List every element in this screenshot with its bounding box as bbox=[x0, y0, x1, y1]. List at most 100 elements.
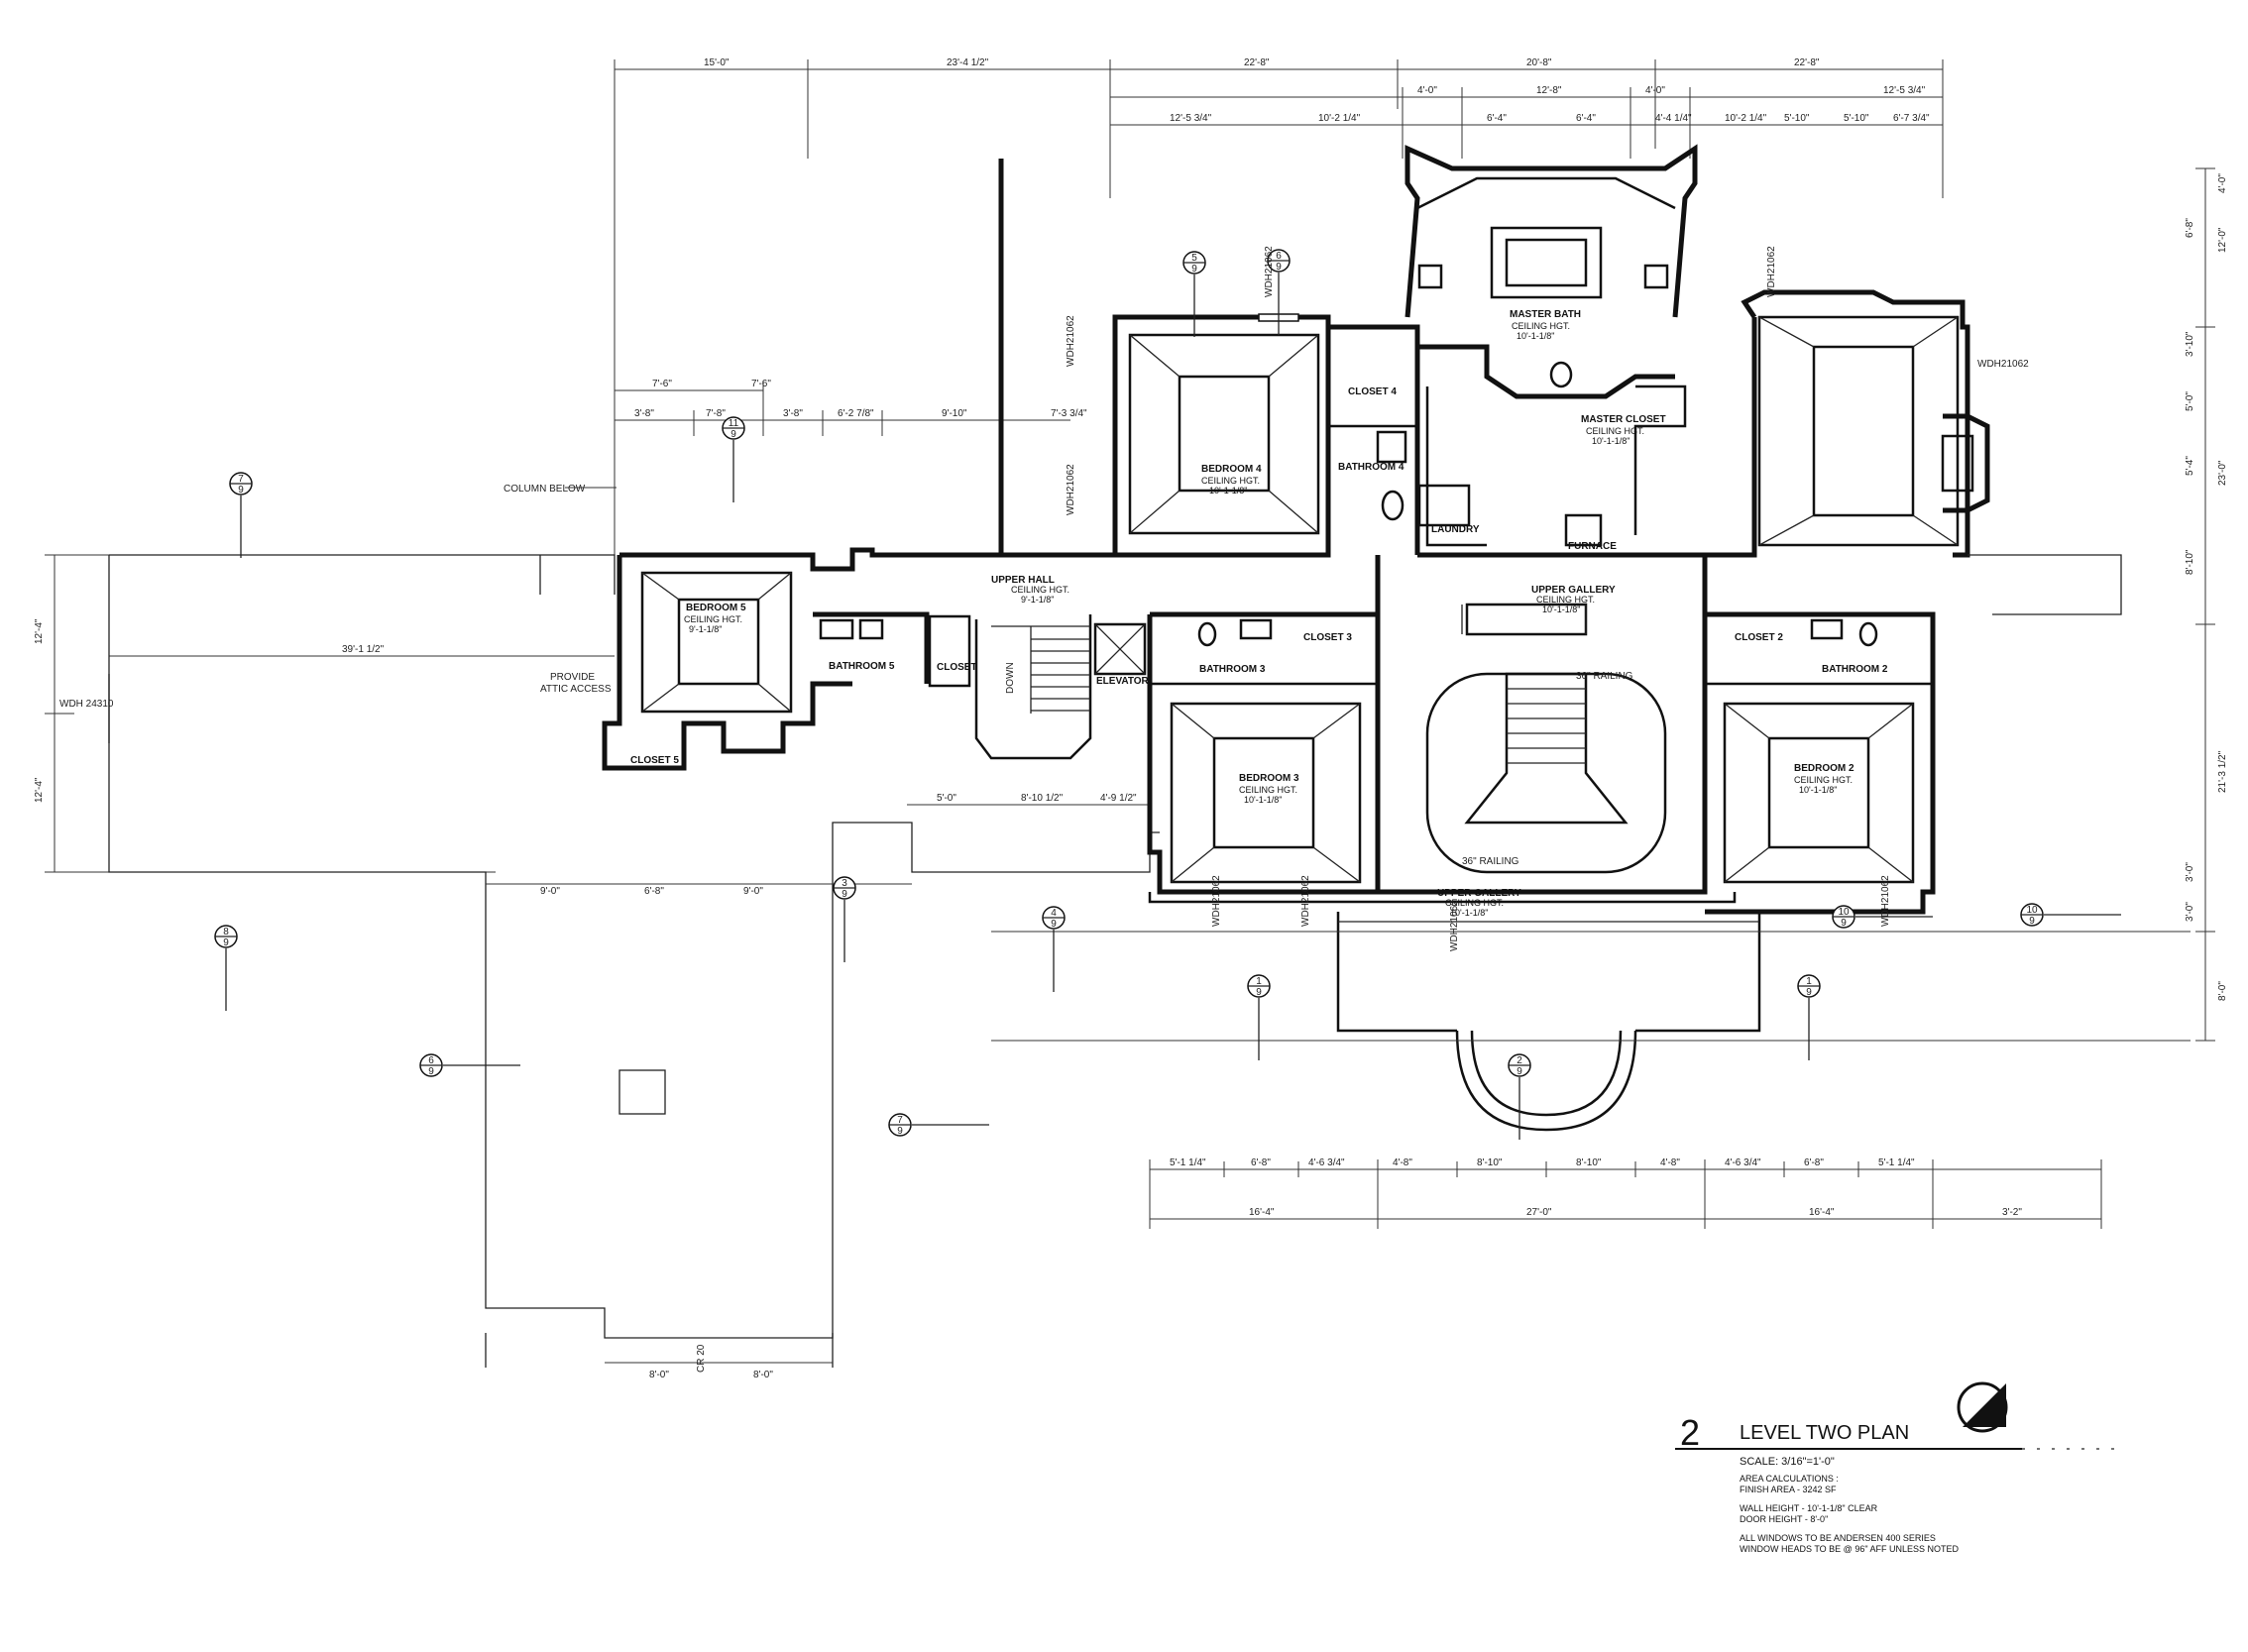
note-2: FINISH AREA - 3242 SF bbox=[1740, 1485, 1837, 1494]
section-marker-11-icon: 19 bbox=[1797, 974, 1821, 1060]
upper-gallery-n-height: 10'-1-1/8" bbox=[1542, 605, 1580, 614]
dim-right-11: 3'-0" bbox=[2185, 902, 2195, 922]
dim-bottom2-2: 27'-0" bbox=[1526, 1207, 1552, 1218]
bedroom-4-height: 10'-1-1/8" bbox=[1209, 486, 1247, 496]
dim-porch-1: 8'-0" bbox=[649, 1370, 669, 1380]
elevator-box bbox=[1093, 622, 1147, 676]
note-5: ALL WINDOWS TO BE ANDERSEN 400 SERIES bbox=[1740, 1533, 1936, 1543]
master-bath: MASTER BATH CEILING HGT. 10'-1-1/8" bbox=[1405, 144, 1698, 388]
section-marker-num: 10 bbox=[2026, 905, 2038, 916]
section-marker-sheet: 9 bbox=[731, 429, 736, 440]
dim-lower-4: 5'-0" bbox=[937, 793, 956, 804]
section-marker-num: 10 bbox=[1838, 907, 1850, 918]
dim-right-4: 3'-10" bbox=[2185, 331, 2195, 357]
dim-left-1: 12'-4" bbox=[34, 618, 45, 644]
dim-bottom-7: 4'-8" bbox=[1660, 1157, 1680, 1168]
bedroom-4-ceiling: CEILING HGT. bbox=[1201, 476, 1260, 486]
bedroom-5-ceiling: CEILING HGT. bbox=[684, 614, 742, 624]
dim-top3-d: 5'-10" bbox=[1784, 113, 1810, 124]
bedroom-4-name: BEDROOM 4 bbox=[1201, 464, 1262, 475]
section-marker-num: 7 bbox=[238, 474, 244, 485]
section-marker-sheet: 9 bbox=[1256, 987, 1262, 998]
bathroom-2-label: BATHROOM 2 bbox=[1822, 664, 1888, 675]
mid-dimensions: 7'-6" 7'-6" 3'-8" 7'-8" 3'-8" 6'-2 7/8" … bbox=[615, 379, 1087, 436]
master-closet: MASTER CLOSET CEILING HGT. 10'-1-1/8" LA… bbox=[1417, 317, 1757, 558]
north-arrow-icon bbox=[1957, 1381, 2008, 1433]
attic-access-2: ATTIC ACCESS bbox=[540, 684, 612, 695]
closet-4-label: CLOSET 4 bbox=[1348, 386, 1397, 397]
dim-bottom2-4: 3'-2" bbox=[2002, 1207, 2022, 1218]
section-marker-sheet: 9 bbox=[428, 1066, 434, 1077]
dim-bottom-6: 8'-10" bbox=[1576, 1157, 1602, 1168]
dim-mid-7: 9'-10" bbox=[942, 408, 967, 419]
bedroom-3-ceiling: CEILING HGT. bbox=[1239, 785, 1297, 795]
window-tag: WDH21062 bbox=[1211, 875, 1222, 927]
top-dimensions: 15'-0" 23'-4 1/2" 22'-8" 20'-8" 22'-8" 4… bbox=[614, 57, 1944, 555]
bottom-dimensions: 5'-1 1/4" 6'-8" 4'-6 3/4" 4'-8" 8'-10" 8… bbox=[1149, 1157, 2102, 1229]
closet-5-label: CLOSET 5 bbox=[630, 755, 679, 766]
dim-bottom-4: 4'-8" bbox=[1393, 1157, 1412, 1168]
section-marker-7-icon: 109 bbox=[1832, 905, 1933, 929]
dim-top2-a: 4'-0" bbox=[1417, 85, 1437, 96]
note-6: WINDOW HEADS TO BE @ 96" AFF UNLESS NOTE… bbox=[1740, 1544, 1960, 1554]
dim-top2-g: 12'-5 3/4" bbox=[1883, 85, 1926, 96]
bedroom-3: BEDROOM 3 CEILING HGT. 10'-1-1/8" CLOSET… bbox=[1147, 611, 1381, 895]
window-wdh24310: WDH 24310 bbox=[59, 699, 114, 710]
bathroom-3-label: BATHROOM 3 bbox=[1199, 664, 1266, 675]
master-closet-height: 10'-1-1/8" bbox=[1592, 436, 1630, 446]
dim-bottom-2: 6'-8" bbox=[1251, 1157, 1271, 1168]
column-below-label: COLUMN BELOW bbox=[504, 484, 586, 495]
right-dimensions: 4'-0" 12'-0" 23'-0" 21'-3 1/2" 8'-0" 6'-… bbox=[991, 167, 2228, 1042]
master-bedroom bbox=[1741, 289, 2122, 615]
bedroom-5-wing: BEDROOM 5 CEILING HGT. 9'-1-1/8" CLOSET … bbox=[504, 484, 895, 771]
master-closet-ceiling: CEILING HGT. bbox=[1586, 426, 1644, 436]
section-marker-num: 11 bbox=[729, 418, 739, 429]
section-marker-5-icon: 39 bbox=[833, 876, 856, 962]
dim-left-3: 12'-4" bbox=[34, 777, 45, 803]
dim-mid-8: 7'-3 3/4" bbox=[1051, 408, 1087, 419]
section-marker-3-icon: 69 bbox=[1267, 249, 1291, 335]
dim-right-6: 5'-4" bbox=[2185, 456, 2195, 476]
dim-top2-f: 10'-2 1/4" bbox=[1725, 113, 1767, 124]
dim-lower-1: 9'-0" bbox=[540, 886, 560, 897]
master-bath-ceiling: CEILING HGT. bbox=[1512, 321, 1570, 331]
dim-bottom-3: 4'-6 3/4" bbox=[1308, 1157, 1345, 1168]
upper-gallery: UPPER GALLERY CEILING HGT. 10'-1-1/8" UP… bbox=[1375, 555, 1708, 918]
window-tag: WDH21062 bbox=[1264, 246, 1275, 297]
bedroom-2-name: BEDROOM 2 bbox=[1794, 763, 1855, 774]
title-block: 2 LEVEL TWO PLAN SCALE: 3/16"=1'-0" AREA… bbox=[1675, 1381, 2121, 1554]
window-tag: WDH21062 bbox=[1880, 875, 1891, 927]
upper-gallery-n-ceiling: CEILING HGT. bbox=[1536, 595, 1595, 605]
section-marker-num: 2 bbox=[1517, 1055, 1522, 1066]
closet-label: CLOSET bbox=[937, 662, 977, 673]
dim-top-2: 23'-4 1/2" bbox=[947, 57, 989, 68]
section-marker-2-icon: 59 bbox=[1182, 251, 1206, 337]
section-marker-num: 8 bbox=[223, 927, 229, 937]
dim-mid-5: 3'-8" bbox=[783, 408, 803, 419]
dim-top-5: 22'-8" bbox=[1794, 57, 1820, 68]
stair-treads bbox=[1031, 638, 1090, 712]
dim-lower-5: 8'-10 1/2" bbox=[1021, 793, 1064, 804]
section-marker-num: 6 bbox=[1276, 251, 1282, 262]
dim-right-5: 5'-0" bbox=[2185, 391, 2195, 411]
drawing-number: 2 bbox=[1680, 1412, 1700, 1453]
section-marker-sheet: 9 bbox=[1806, 987, 1812, 998]
closet-3-label: CLOSET 3 bbox=[1303, 632, 1352, 643]
upper-gallery-n-name: UPPER GALLERY bbox=[1531, 585, 1616, 596]
section-marker-9-icon: 19 bbox=[1247, 974, 1271, 1060]
section-marker-num: 5 bbox=[1191, 253, 1197, 264]
section-marker-sheet: 9 bbox=[223, 937, 229, 948]
dim-top3-a: 6'-4" bbox=[1487, 113, 1507, 124]
bedroom-2: BEDROOM 2 CEILING HGT. 10'-1-1/8" CLOSET… bbox=[1705, 611, 1936, 915]
section-marker-sheet: 9 bbox=[1191, 264, 1197, 275]
section-marker-10-icon: 29 bbox=[1508, 1053, 1531, 1140]
section-marker-6-icon: 49 bbox=[1042, 906, 1066, 992]
section-marker-sheet: 9 bbox=[1051, 919, 1057, 930]
dim-lower-6: 4'-9 1/2" bbox=[1100, 793, 1137, 804]
bedroom-3-name: BEDROOM 3 bbox=[1239, 773, 1299, 784]
dim-right-7: 23'-0" bbox=[2217, 460, 2228, 486]
bedroom-4: BEDROOM 4 CEILING HGT. 10'-1-1/8" bbox=[1112, 313, 1331, 558]
section-marker-13-icon: 69 bbox=[419, 1053, 520, 1077]
